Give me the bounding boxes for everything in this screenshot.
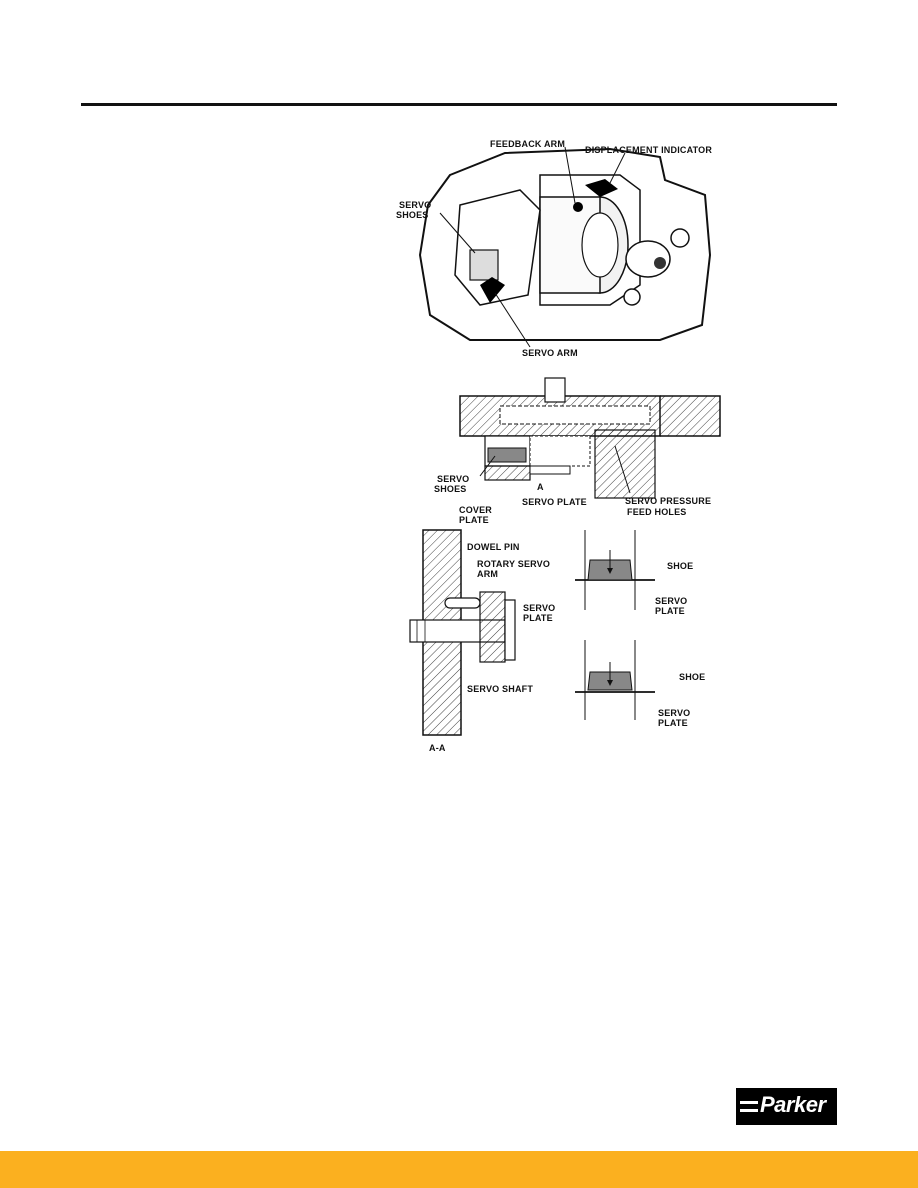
label-servo-plate-lower-1: SERVO (658, 708, 691, 718)
label-servo-shoes-section-1: SERVO (437, 474, 470, 484)
label-shoe-lower: SHOE (679, 672, 706, 682)
logo-stripe-bottom (740, 1109, 758, 1112)
section-aa-illustration (409, 529, 516, 736)
label-cover-plate-1: COVER (459, 505, 493, 515)
label-feedback-arm: FEEDBACK ARM (490, 139, 566, 149)
logo-stripe-top (740, 1101, 758, 1104)
label-rotary-servo-arm-1: ROTARY SERVO (477, 559, 551, 569)
parker-logo (736, 1088, 837, 1125)
label-cover-plate-2: PLATE (459, 515, 489, 525)
label-servo-plate-aa-2: PLATE (523, 613, 553, 623)
label-servo-shoes-top-1: SERVO (399, 200, 432, 210)
label-section-aa: A-A (429, 743, 446, 753)
pump-perspective-illustration (418, 146, 712, 348)
label-servo-pressure-2: FEED HOLES (627, 507, 687, 517)
label-servo-plate-aa-1: SERVO (523, 603, 556, 613)
servo-section-illustration (459, 377, 721, 499)
label-servo-plate-section: SERVO PLATE (522, 497, 587, 507)
label-servo-arm: SERVO ARM (522, 348, 578, 358)
label-rotary-servo-arm-2: ARM (477, 569, 499, 579)
label-servo-shoes-top-2: SHOES (396, 210, 429, 220)
label-servo-shoes-section-2: SHOES (434, 484, 467, 494)
label-servo-plate-upper-2: PLATE (655, 606, 685, 616)
label-servo-plate-lower-2: PLATE (658, 718, 688, 728)
header-rule (81, 103, 837, 106)
label-displacement-indicator: DISPLACEMENT INDICATOR (585, 145, 713, 155)
label-dowel-pin: DOWEL PIN (467, 542, 520, 552)
parker-logo-text: Parker (760, 1092, 826, 1117)
shoe-detail-lower (575, 640, 655, 720)
label-section-mark: A (537, 482, 544, 492)
shoe-detail-upper (575, 530, 655, 610)
label-servo-plate-upper-1: SERVO (655, 596, 688, 606)
label-servo-shaft: SERVO SHAFT (467, 684, 534, 694)
label-servo-pressure-1: SERVO PRESSURE (625, 496, 712, 506)
label-shoe-upper: SHOE (667, 561, 694, 571)
footer-color-band (0, 1151, 918, 1188)
